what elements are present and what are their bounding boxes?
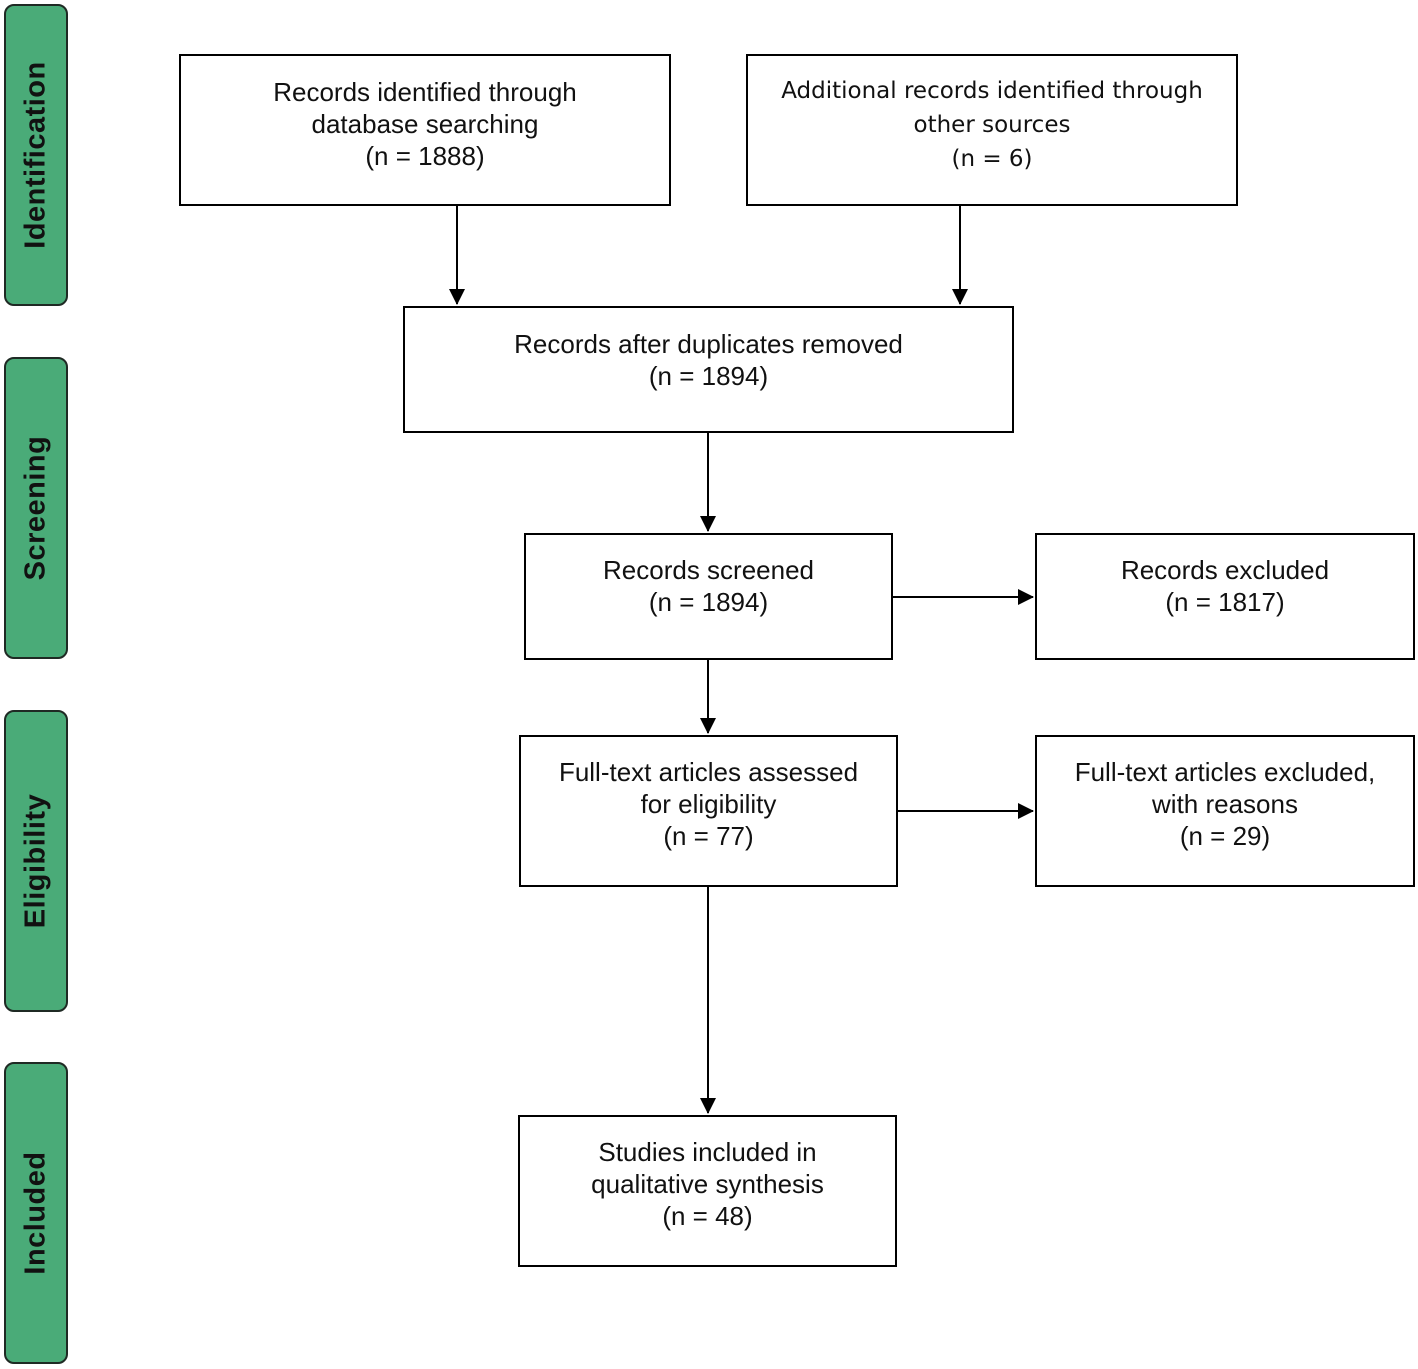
- box-assessed-line1: Full-text articles assessed: [558, 757, 859, 787]
- box-excluded-line1: Records excluded: [1120, 555, 1330, 585]
- arrowhead-duplicates-to-screened: [700, 516, 716, 532]
- box-screened-line1: Records screened: [603, 555, 814, 585]
- box-assessed-count: (n = 77): [663, 821, 754, 851]
- box-fulltext-excluded: Full-text articles excluded, with reason…: [1035, 735, 1415, 887]
- phase-eligibility: Eligibility: [4, 710, 68, 1012]
- box-additional-line1: Additional records identified through: [781, 78, 1203, 104]
- box-database-line2: database searching: [311, 109, 539, 139]
- box-database-count: (n = 1888): [365, 141, 485, 171]
- arrowhead-screened-to-excluded: [1018, 589, 1034, 605]
- box-included-line2: qualitative synthesis: [591, 1169, 824, 1199]
- box-studies-included: Studies included in qualitative synthesi…: [518, 1115, 897, 1267]
- box-duplicates-line1: Records after duplicates removed: [514, 329, 903, 359]
- arrowhead-screened-to-assessed: [700, 718, 716, 734]
- box-included-line1: Studies included in: [598, 1137, 817, 1167]
- box-fulltext-excluded-line2: with reasons: [1152, 789, 1298, 819]
- box-fulltext-assessed: Full-text articles assessed for eligibil…: [519, 735, 898, 887]
- box-additional-records: Additional records identified through ot…: [746, 54, 1238, 206]
- box-duplicates-removed: Records after duplicates removed (n = 18…: [403, 306, 1014, 433]
- arrowhead-additional-to-duplicates: [952, 289, 968, 305]
- box-included-count: (n = 48): [662, 1201, 753, 1231]
- phase-screening: Screening: [4, 357, 68, 659]
- box-database-line1: Records identified through: [273, 77, 577, 107]
- box-screened-count: (n = 1894): [648, 587, 769, 617]
- box-additional-line2: other sources: [913, 112, 1071, 138]
- box-fulltext-excluded-count: (n = 29): [1179, 821, 1271, 851]
- box-assessed-line2: for eligibility: [640, 789, 777, 819]
- box-database-records: Records identified through database sear…: [179, 54, 671, 206]
- phase-included: Included: [4, 1062, 68, 1364]
- box-additional-count: (n = 6): [951, 146, 1033, 172]
- box-fulltext-excluded-line1: Full-text articles excluded,: [1074, 757, 1376, 787]
- phase-identification: Identification: [4, 4, 68, 306]
- arrowhead-database-to-duplicates: [449, 289, 465, 305]
- box-records-excluded: Records excluded (n = 1817): [1035, 533, 1415, 660]
- box-excluded-count: (n = 1817): [1165, 587, 1285, 617]
- box-records-screened: Records screened (n = 1894): [524, 533, 893, 660]
- arrowhead-assessed-to-fulltext-excluded: [1018, 803, 1034, 819]
- arrowhead-assessed-to-included: [700, 1098, 716, 1114]
- box-duplicates-count: (n = 1894): [648, 361, 769, 391]
